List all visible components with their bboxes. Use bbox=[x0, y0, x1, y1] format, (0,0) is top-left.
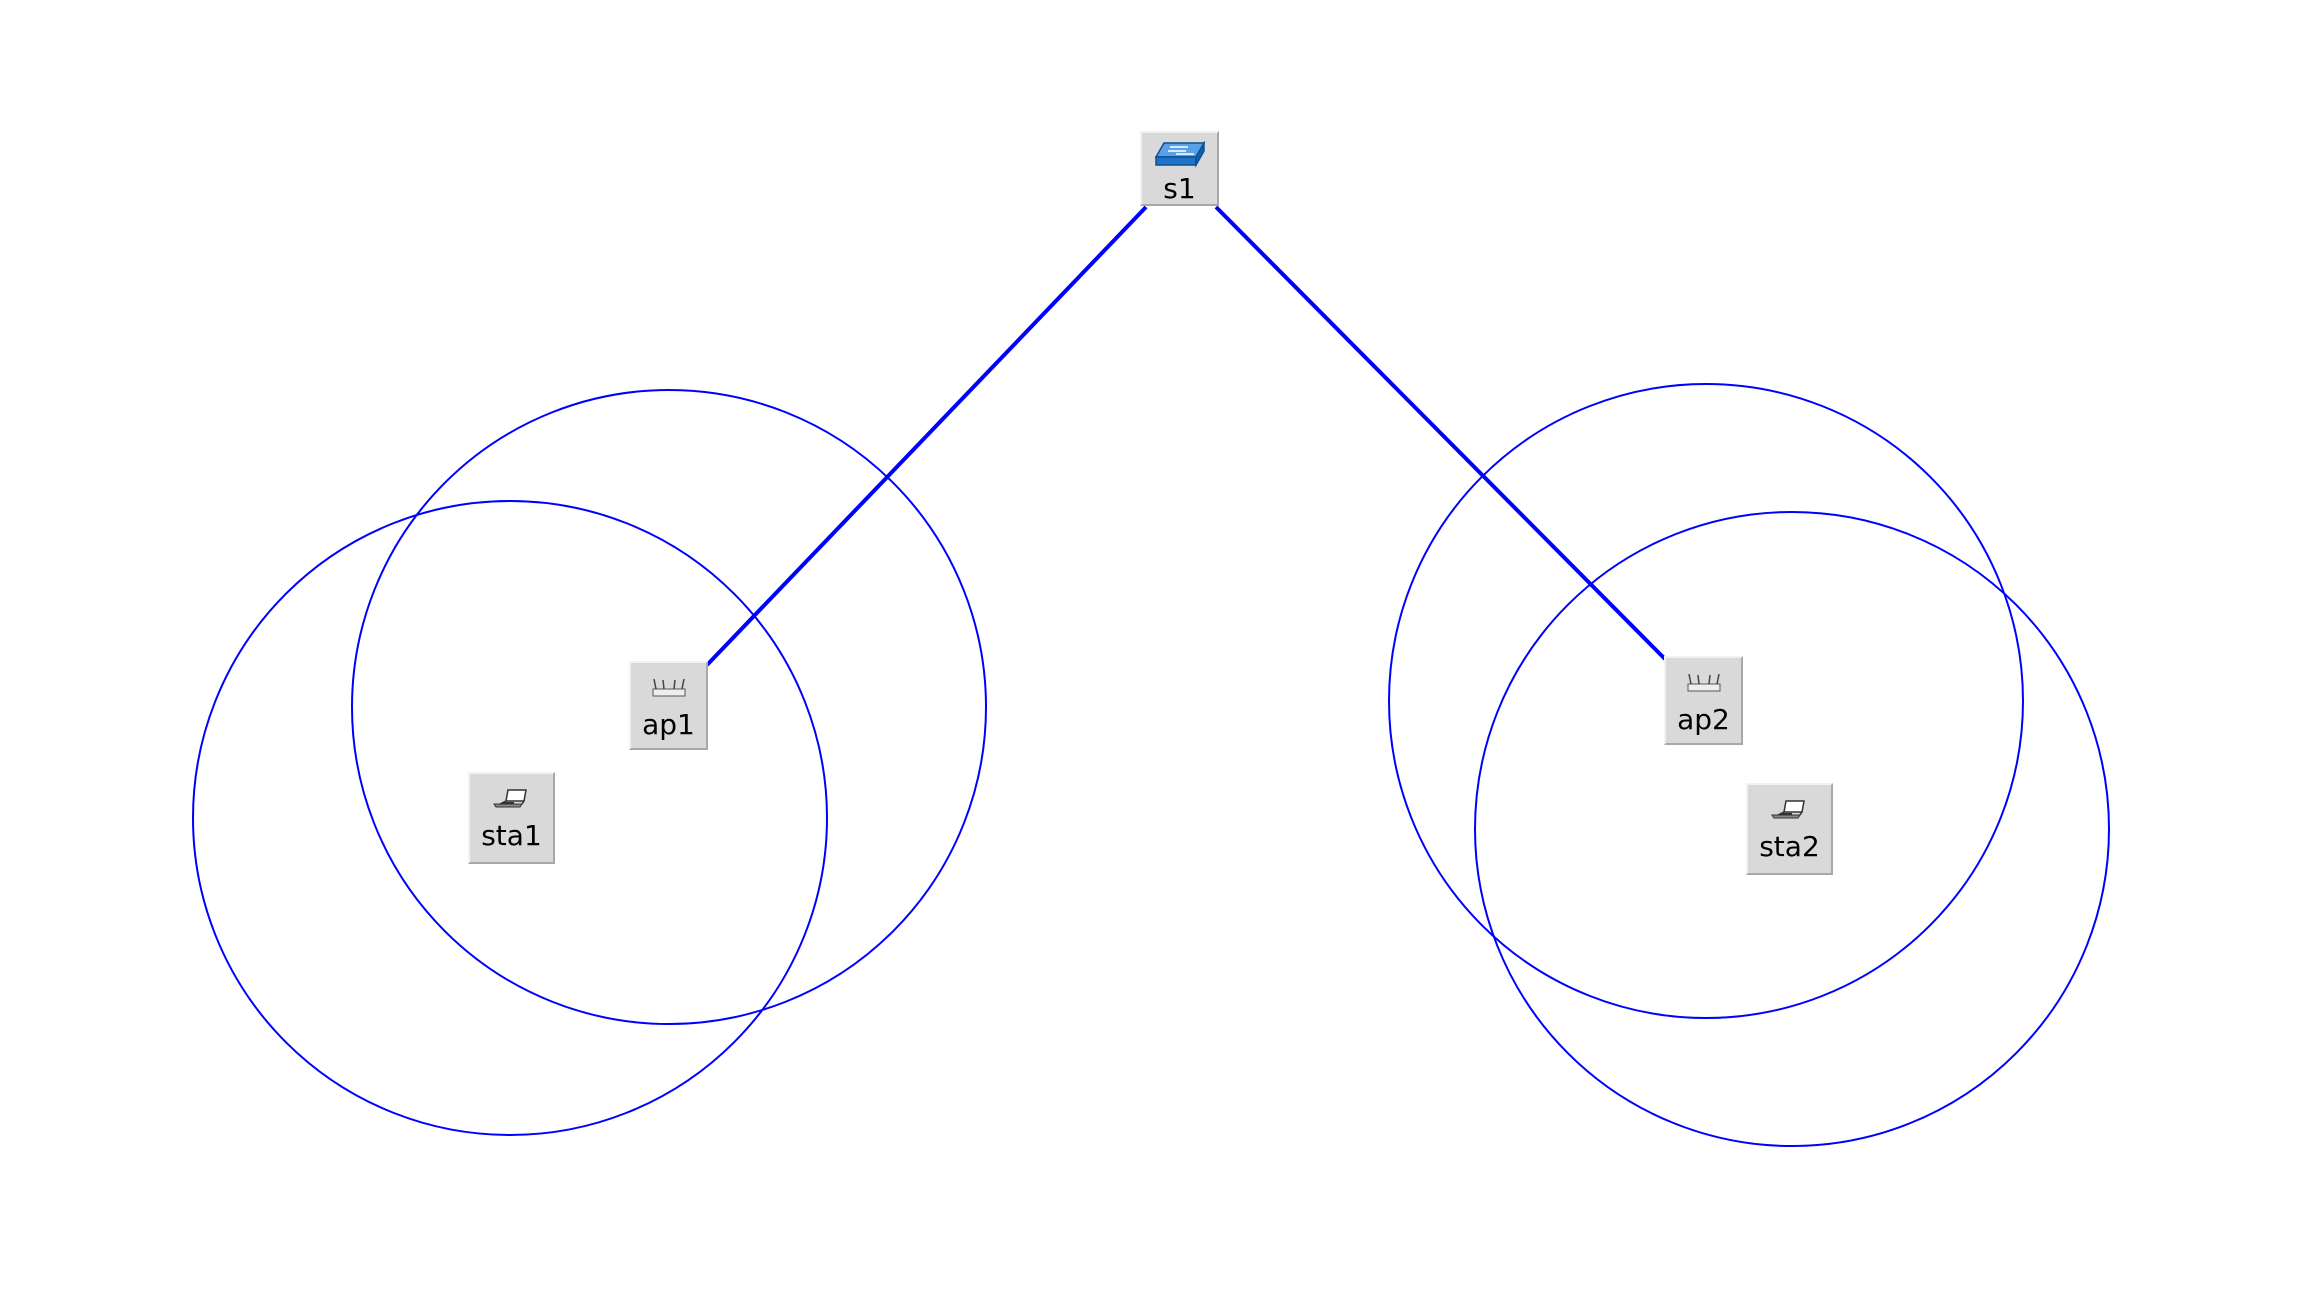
range-circle-ap2 bbox=[1388, 383, 2024, 1019]
node-label: sta1 bbox=[481, 819, 542, 852]
range-circle-sta2 bbox=[1474, 511, 2110, 1147]
node-label: ap1 bbox=[642, 708, 695, 741]
node-label: ap2 bbox=[1677, 703, 1730, 736]
switch-icon bbox=[1154, 140, 1206, 171]
link-s1-ap1[interactable] bbox=[705, 205, 1148, 667]
node-ap1[interactable]: ap1 bbox=[629, 661, 708, 750]
node-label: sta2 bbox=[1759, 830, 1820, 863]
link-s1-ap2[interactable] bbox=[1214, 205, 1667, 661]
node-s1[interactable]: s1 bbox=[1140, 131, 1219, 206]
node-sta2[interactable]: sta2 bbox=[1746, 783, 1833, 875]
node-sta1[interactable]: sta1 bbox=[468, 772, 555, 864]
range-circle-sta1 bbox=[192, 500, 828, 1136]
laptop-icon bbox=[492, 788, 532, 818]
access-point-icon bbox=[650, 677, 688, 707]
node-label: s1 bbox=[1163, 172, 1196, 205]
node-ap2[interactable]: ap2 bbox=[1664, 656, 1743, 745]
laptop-icon bbox=[1770, 799, 1810, 829]
range-circle-ap1 bbox=[351, 389, 987, 1025]
access-point-icon bbox=[1685, 672, 1723, 702]
